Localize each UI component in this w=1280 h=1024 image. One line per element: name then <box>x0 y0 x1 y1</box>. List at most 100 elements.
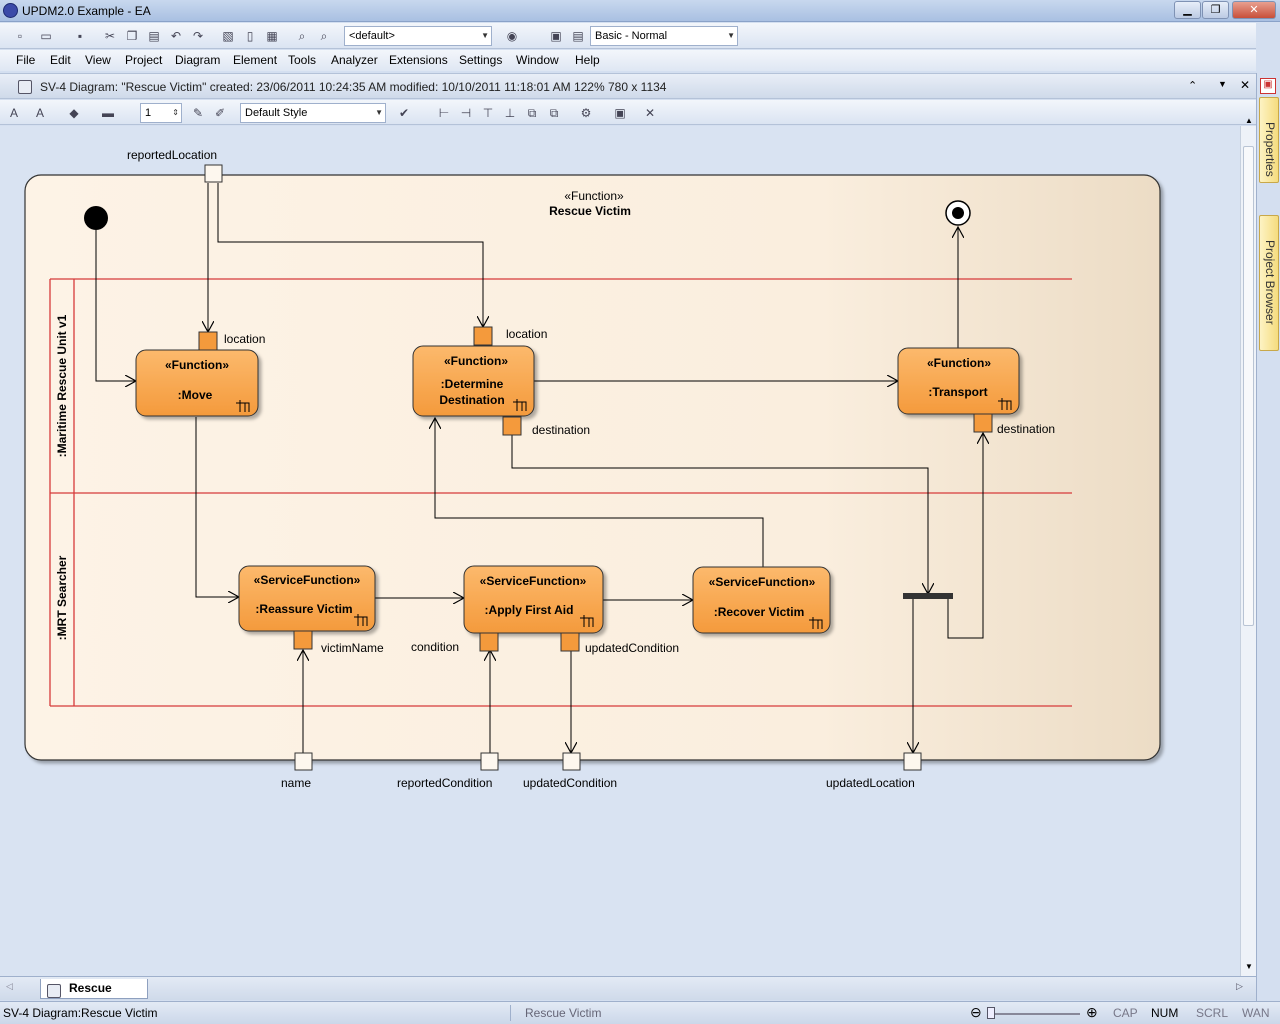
layout-diagram-icon[interactable]: ⚙ <box>580 106 592 120</box>
scroll-up-icon[interactable]: ▲ <box>1245 116 1253 125</box>
format-painter-icon[interactable]: ✎ <box>192 106 204 120</box>
side-tab-project-browser[interactable]: Project Browser <box>1259 215 1279 351</box>
same-width-icon[interactable]: ⧉ <box>527 106 537 120</box>
minimize-button[interactable]: ▁ <box>1174 1 1201 19</box>
find-icon[interactable]: ⌕ <box>298 29 306 43</box>
open-folder-icon[interactable]: ▭ <box>40 29 52 43</box>
scroll-down-icon[interactable]: ▼ <box>1245 962 1253 971</box>
fill-color-icon[interactable]: ◆ <box>69 106 79 120</box>
param-updated-location[interactable] <box>903 752 922 771</box>
status-middle: Rescue Victim <box>525 1006 602 1020</box>
print-preview-icon[interactable]: ▧ <box>222 29 234 43</box>
node-reassure-victim[interactable]: «ServiceFunction» :Reassure Victim <box>238 565 376 632</box>
node-determine-destination[interactable]: «Function» :Determine Destination <box>412 345 535 417</box>
final-node[interactable] <box>945 200 971 226</box>
zoom-slider-thumb[interactable] <box>987 1007 995 1019</box>
tab-scroll-right-icon[interactable]: ▷ <box>1236 981 1243 991</box>
node-transport[interactable]: «Function» :Transport <box>897 347 1020 415</box>
tab-scroll-left-icon[interactable]: ◁ <box>6 981 13 991</box>
node-recover-victim[interactable]: «ServiceFunction» :Recover Victim <box>692 566 831 634</box>
apply-style-icon[interactable]: ✔ <box>398 106 410 120</box>
font-icon[interactable]: A <box>9 106 18 120</box>
vertical-scrollbar[interactable]: ▲ ▼ <box>1240 116 1256 976</box>
cut-icon[interactable]: ✂ <box>104 29 116 43</box>
initial-node[interactable] <box>84 206 108 230</box>
help-icon[interactable]: ◉ <box>506 29 518 43</box>
menu-element[interactable]: Element <box>233 53 278 67</box>
line-width-input[interactable]: 1⇕ <box>140 103 182 123</box>
lane-label-maritime: :Maritime Rescue Unit v1 <box>55 314 69 457</box>
node-apply-first-aid[interactable]: «ServiceFunction» :Apply First Aid <box>463 565 604 634</box>
diagram-info: SV-4 Diagram: "Rescue Victim" created: 2… <box>40 80 667 94</box>
pin-move-location[interactable] <box>198 331 218 351</box>
print-icon[interactable]: ▦ <box>266 29 278 43</box>
menu-window[interactable]: Window <box>516 53 559 67</box>
paste-icon[interactable]: ▤ <box>148 29 160 43</box>
node-name-line2: Destination <box>439 393 504 407</box>
param-updated-condition[interactable] <box>562 752 581 771</box>
menu-help[interactable]: Help <box>575 53 600 67</box>
zoom-icon[interactable]: ▣ <box>614 106 626 120</box>
pin-determine-location[interactable] <box>473 326 493 346</box>
menu-tools[interactable]: Tools <box>288 53 317 67</box>
param-reported-location[interactable] <box>204 164 223 183</box>
pin-panel-icon[interactable]: ▣ <box>1260 78 1276 94</box>
diagram-canvas[interactable]: «Function» Rescue Victim :Maritime Rescu… <box>0 126 1240 976</box>
close-diagram-icon[interactable]: ✕ <box>1240 78 1251 92</box>
parameter-pins <box>204 164 922 771</box>
default-style-combo[interactable]: Default Style▼ <box>240 103 386 123</box>
save-icon[interactable]: ▪ <box>77 29 83 43</box>
workspace-icon[interactable]: ▣ <box>550 29 562 43</box>
rake-icon <box>513 399 527 411</box>
pin-condition[interactable] <box>479 632 499 652</box>
copy-icon[interactable]: ❐ <box>126 29 138 43</box>
frame-stereotype: «Function» <box>564 189 624 203</box>
app-icon <box>3 3 18 18</box>
zoom-slider[interactable] <box>990 1013 1080 1015</box>
align-top-icon[interactable]: ⊤ <box>482 106 494 120</box>
tab-rescue-victim[interactable]: Rescue Victim <box>40 979 148 1014</box>
redo-icon[interactable]: ↷ <box>192 29 204 43</box>
menu-settings[interactable]: Settings <box>459 53 503 67</box>
new-icon[interactable]: ▫ <box>17 29 23 43</box>
chevron-down-icon[interactable]: ▼ <box>1218 79 1227 89</box>
pin-transport-destination[interactable] <box>973 413 993 433</box>
align-bottom-icon[interactable]: ⊥ <box>504 106 516 120</box>
param-name[interactable] <box>294 752 313 771</box>
menu-view[interactable]: View <box>85 53 111 67</box>
menu-edit[interactable]: Edit <box>50 53 71 67</box>
align-right-icon[interactable]: ⊣ <box>460 106 472 120</box>
rake-icon <box>354 614 368 626</box>
menu-diagram[interactable]: Diagram <box>175 53 221 67</box>
fork-bar[interactable] <box>903 593 953 599</box>
param-reported-condition[interactable] <box>480 752 499 771</box>
brush-icon[interactable]: ✐ <box>214 106 226 120</box>
zoom-out-icon[interactable]: ⊖ <box>970 1004 982 1020</box>
view-combo[interactable]: <default>▼ <box>344 26 492 46</box>
node-move[interactable]: «Function» :Move <box>135 349 259 417</box>
pin-victim-name[interactable] <box>293 630 313 650</box>
menu-analyzer[interactable]: Analyzer <box>331 53 378 67</box>
line-color-icon[interactable]: ▬ <box>102 106 114 120</box>
menu-file[interactable]: File <box>16 53 36 67</box>
style-combo[interactable]: Basic - Normal▼ <box>590 26 738 46</box>
side-tab-properties[interactable]: Properties <box>1259 97 1279 183</box>
maximize-button[interactable]: ❐ <box>1202 1 1229 19</box>
chevron-up-icon[interactable]: ⌃ <box>1188 80 1198 92</box>
align-left-icon[interactable]: ⊢ <box>438 106 450 120</box>
close-toolbar-icon[interactable]: ✕ <box>644 106 656 120</box>
menu-extensions[interactable]: Extensions <box>389 53 448 67</box>
zoom-in-icon[interactable]: ⊕ <box>1086 1004 1098 1020</box>
same-height-icon[interactable]: ⧉ <box>549 106 559 120</box>
label-determine-destination: destination <box>532 423 590 437</box>
page-icon[interactable]: ▯ <box>246 29 254 43</box>
close-button[interactable]: ✕ <box>1232 1 1276 19</box>
pin-updated-condition-out[interactable] <box>560 632 580 652</box>
search-icon[interactable]: ⌕ <box>320 29 328 43</box>
pin-determine-destination[interactable] <box>502 416 522 436</box>
font-color-icon[interactable]: A <box>35 106 44 120</box>
scrollbar-thumb[interactable] <box>1243 146 1254 626</box>
menu-project[interactable]: Project <box>125 53 163 67</box>
layout-icon[interactable]: ▤ <box>572 29 584 43</box>
undo-icon[interactable]: ↶ <box>170 29 182 43</box>
